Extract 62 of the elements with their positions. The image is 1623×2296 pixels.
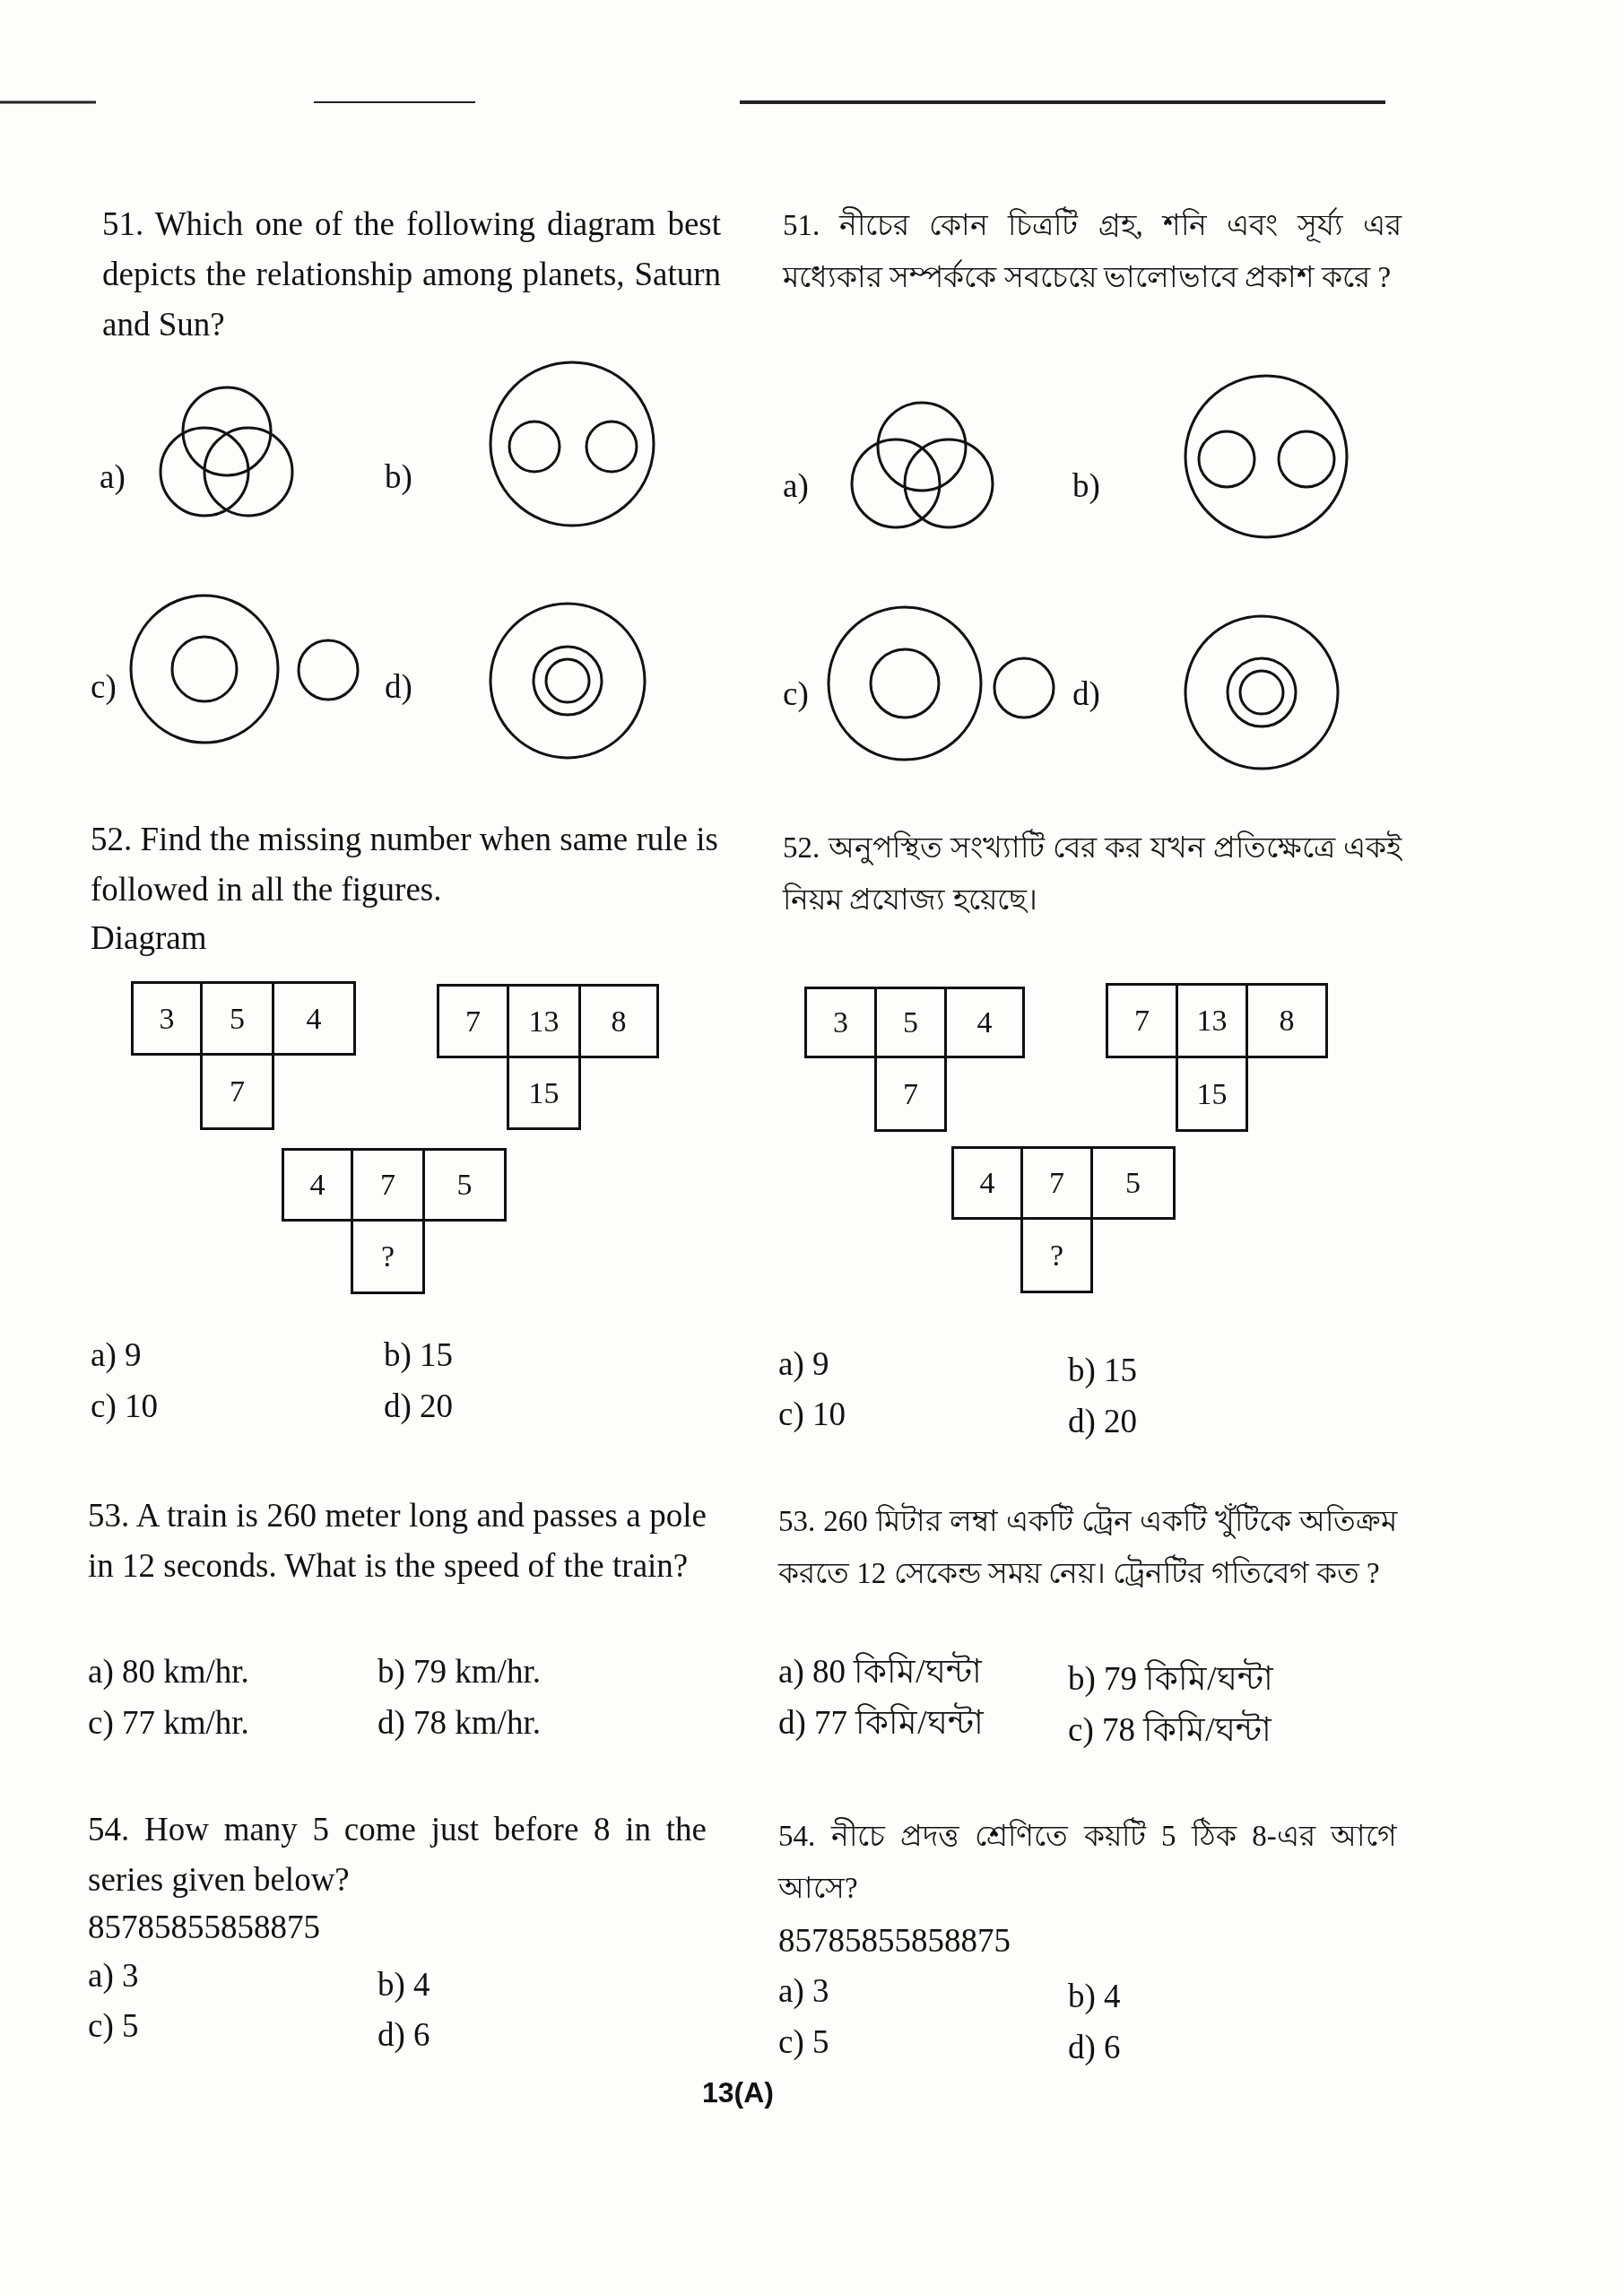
answer-option: c) 5 (778, 2017, 829, 2067)
answer-option: c) 77 km/hr. (88, 1698, 249, 1748)
grid-cell: 7 (874, 1056, 947, 1132)
answer-option: a) (100, 452, 126, 502)
question-text: 51. Which one of the following diagram best depicts the relationship among planets, Saturn and Sun? (102, 204, 721, 344)
answer-option: Diagram (91, 913, 207, 963)
grid-cell: 15 (1176, 1056, 1248, 1132)
answer-option: c) (783, 669, 809, 719)
answer-option: c) 5 (88, 2001, 139, 2051)
answer-option: a) 3 (88, 1951, 139, 2001)
question-text: 54. How many 5 come just before 8 in the series given below? (88, 1810, 707, 1900)
answer-option: a) 3 (778, 1966, 829, 2016)
answer-option: d) 6 (378, 2010, 430, 2060)
answer-option: b) (1072, 461, 1100, 511)
answer-option: a) 9 (778, 1339, 829, 1389)
answer-option: d) (1072, 669, 1100, 719)
answer-option: c) (91, 662, 117, 712)
grid-cell: 4 (944, 987, 1025, 1058)
grid-cell: 4 (272, 981, 356, 1056)
question-text: 52. Find the missing number when same rule is followed in all the figures. (91, 820, 718, 909)
answer-option: b) 4 (378, 1960, 430, 2010)
page-number: 13(A) (702, 2075, 774, 2110)
grid-cell: 7 (1106, 983, 1178, 1058)
answer-option: b) 79 কিমি/ঘন্টা (1068, 1654, 1273, 1704)
answer-option: 85785855858875 (88, 1902, 320, 1952)
question-text: 53. A train is 260 meter long and passes a pole in 12 seconds. What is the speed of the train? (88, 1496, 707, 1586)
answer-option: d) 78 km/hr. (378, 1698, 541, 1748)
answer-option: d) 20 (384, 1381, 454, 1431)
answer-option: a) 80 km/hr. (88, 1647, 249, 1697)
grid-cell: 5 (1090, 1146, 1176, 1220)
question-text: 53. 260 মিটার লম্বা একটি ট্রেন একটি খুঁটিকে অতিক্রম করতে 12 সেকেন্ড সময় নেয়। ট্রেনটির গতিবেগ কত ? (778, 1495, 1397, 1599)
answer-option: c) 78 কিমি/ঘন্টা (1068, 1705, 1271, 1755)
answer-option: a) (783, 461, 809, 511)
grid-cell: 15 (507, 1056, 581, 1130)
question-text: 52. অনুপস্থিত সংখ্যাটি বের কর যখন প্রতিক্ষেত্রে একই নিয়ম প্রযোজ্য হয়েছে। (783, 822, 1402, 926)
answer-option: b) 15 (384, 1330, 454, 1380)
answer-option: c) 10 (91, 1381, 158, 1431)
grid-cell: 4 (282, 1148, 353, 1222)
answer-option: d) 77 কিমি/ঘন্টা (778, 1698, 984, 1748)
grid-cell: 7 (437, 984, 509, 1058)
answer-option: b) 15 (1068, 1345, 1138, 1396)
answer-option: b) 4 (1068, 1971, 1121, 2022)
grid-cell: 5 (422, 1148, 507, 1222)
question-text: 51. নীচের কোন চিত্রটি গ্রহ, শনি এবং সূর্য্য এর মধ্যেকার সম্পর্ককে সবচেয়ে ভালোভাবে প্রকাশ করে ? (783, 199, 1402, 303)
grid-cell: ? (1020, 1217, 1093, 1293)
answer-option: 85785855858875 (778, 1916, 1011, 1966)
answer-option: a) 9 (91, 1330, 142, 1380)
grid-cell: 8 (578, 984, 659, 1058)
grid-cell: 4 (951, 1146, 1023, 1220)
question-text: 54. নীচে প্রদত্ত শ্রেণিতে কয়টি 5 ঠিক 8-এর আগে আসে? (778, 1810, 1397, 1914)
grid-cell: 8 (1245, 983, 1328, 1058)
answer-option: a) 80 কিমি/ঘন্টা (778, 1647, 982, 1697)
answer-option: d) 6 (1068, 2022, 1121, 2073)
grid-cell: 3 (804, 987, 877, 1058)
answer-option: c) 10 (778, 1389, 846, 1439)
grid-cell: ? (351, 1219, 425, 1294)
answer-option: b) 79 km/hr. (378, 1647, 541, 1697)
grid-cell: 3 (131, 981, 203, 1056)
answer-option: b) (385, 452, 412, 502)
answer-option: d) (385, 662, 412, 712)
grid-cell: 7 (200, 1053, 274, 1130)
answer-option: d) 20 (1068, 1396, 1138, 1447)
